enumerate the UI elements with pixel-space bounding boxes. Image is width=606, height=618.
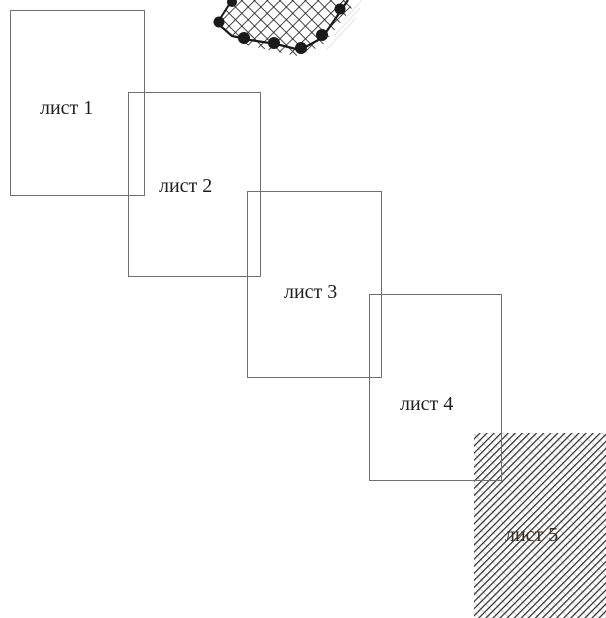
sheet-4-label: лист 4 bbox=[400, 393, 453, 415]
net-mesh-icon bbox=[210, 0, 362, 60]
sheet-2-label: лист 2 bbox=[159, 175, 212, 197]
sheet-3-label: лист 3 bbox=[284, 281, 337, 303]
sheet-1: лист 1 bbox=[11, 11, 145, 196]
sheet-3: лист 3 bbox=[248, 192, 382, 378]
sheet-2: лист 2 bbox=[129, 93, 261, 277]
sheet-5-label: лист 5 bbox=[505, 524, 558, 546]
sheet-5: лист 5 bbox=[474, 433, 606, 618]
sheet-1-label: лист 1 bbox=[40, 97, 93, 119]
